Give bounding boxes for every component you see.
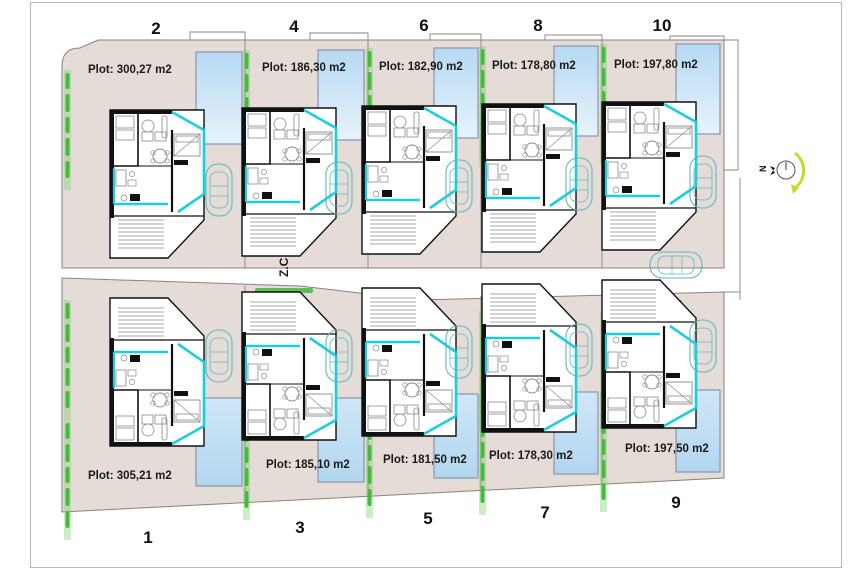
dwelling-plot-3: [240, 290, 338, 442]
dwelling-plot-9: [600, 278, 698, 430]
plot-area-1: Plot: 305,21 m2: [88, 470, 172, 482]
dwelling-plot-8: [480, 102, 578, 254]
plot-number-3: 3: [295, 518, 304, 537]
dwelling-plot-1: [108, 296, 206, 448]
dwelling-plot-10: [600, 100, 698, 252]
plot-number-4: 4: [289, 17, 299, 36]
plot-number-9: 9: [671, 493, 680, 512]
plot-area-7: Plot: 178,30 m2: [489, 450, 573, 462]
plot-area-3: Plot: 185,10 m2: [266, 459, 350, 471]
dwelling-plot-7: [480, 282, 578, 434]
common-zone-label: Z.C: [277, 257, 291, 277]
plot-number-7: 7: [540, 503, 549, 522]
plot-number-6: 6: [419, 16, 428, 35]
plot-number-10: 10: [653, 16, 672, 35]
plot-number-8: 8: [533, 16, 542, 35]
compass-north-label: N: [758, 166, 768, 173]
plot-area-9: Plot: 197,50 m2: [625, 443, 709, 455]
plot-number-5: 5: [423, 509, 432, 528]
dwelling-plot-2: [108, 108, 206, 260]
plot-number-2: 2: [151, 19, 160, 38]
compass-rose: N: [758, 151, 806, 194]
plot-area-6: Plot: 182,90 m2: [379, 61, 463, 73]
plot-area-10: Plot: 197,80 m2: [614, 59, 698, 71]
dwelling-plot-5: [360, 286, 458, 438]
plot-area-4: Plot: 186,30 m2: [262, 62, 346, 74]
plot-area-8: Plot: 178,80 m2: [492, 60, 576, 72]
dwelling-plot-6: [360, 104, 458, 256]
east-boundary: [724, 39, 741, 300]
plot-area-5: Plot: 181,50 m2: [383, 454, 467, 466]
plot-number-1: 1: [143, 528, 152, 547]
plot-area-2: Plot: 300,27 m2: [88, 64, 172, 76]
dwelling-plot-4: [240, 106, 338, 258]
